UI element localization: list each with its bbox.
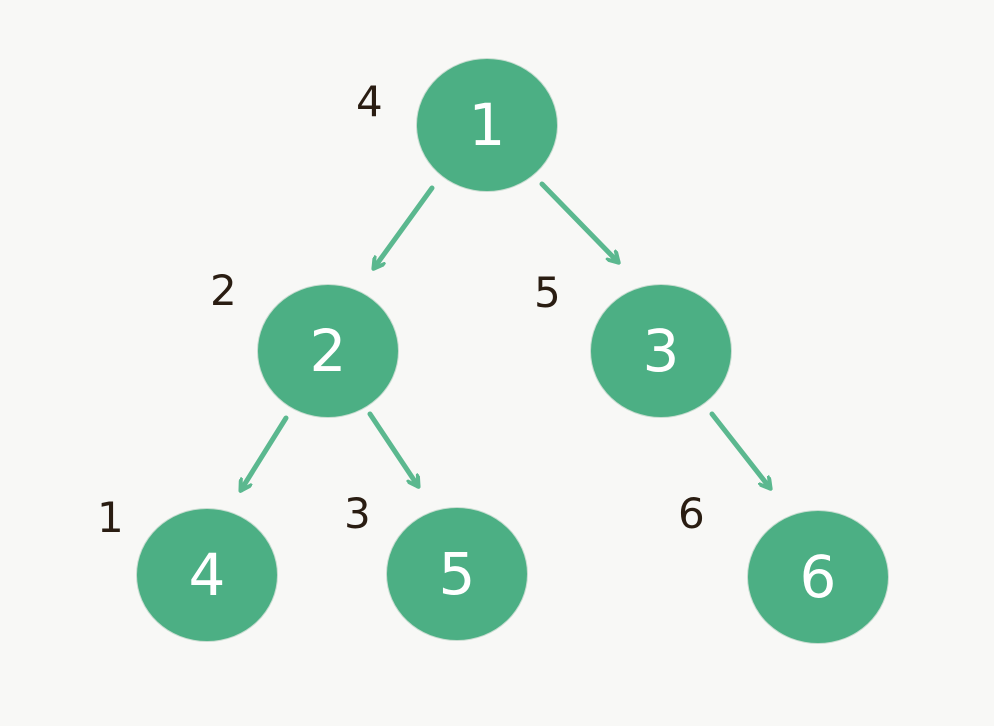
tree-node-label: 4 — [188, 541, 226, 609]
visit-order-label: 2 — [210, 266, 237, 315]
visit-order-label: 4 — [356, 77, 383, 126]
tree-node-label: 2 — [309, 317, 347, 385]
edge-1-3 — [539, 181, 618, 262]
edge-3-6 — [709, 411, 770, 488]
edge-2-5 — [367, 411, 418, 486]
visit-order-label: 1 — [97, 493, 124, 542]
edge-2-4 — [241, 415, 289, 490]
tree-node-2: 2 — [258, 285, 398, 417]
visit-order-label: 3 — [344, 489, 371, 538]
tree-node-1: 1 — [417, 59, 557, 191]
tree-node-label: 5 — [438, 540, 476, 608]
visit-order-label: 6 — [678, 489, 705, 538]
tree-node-label: 6 — [799, 543, 837, 611]
tree-node-3: 3 — [591, 285, 731, 417]
edge-1-2 — [374, 185, 435, 268]
tree-node-label: 3 — [642, 317, 680, 385]
tree-node-4: 4 — [137, 509, 277, 641]
visit-order-label: 5 — [534, 268, 561, 317]
tree-node-6: 6 — [748, 511, 888, 643]
tree-node-label: 1 — [468, 91, 506, 159]
tree-node-5: 5 — [387, 508, 527, 640]
